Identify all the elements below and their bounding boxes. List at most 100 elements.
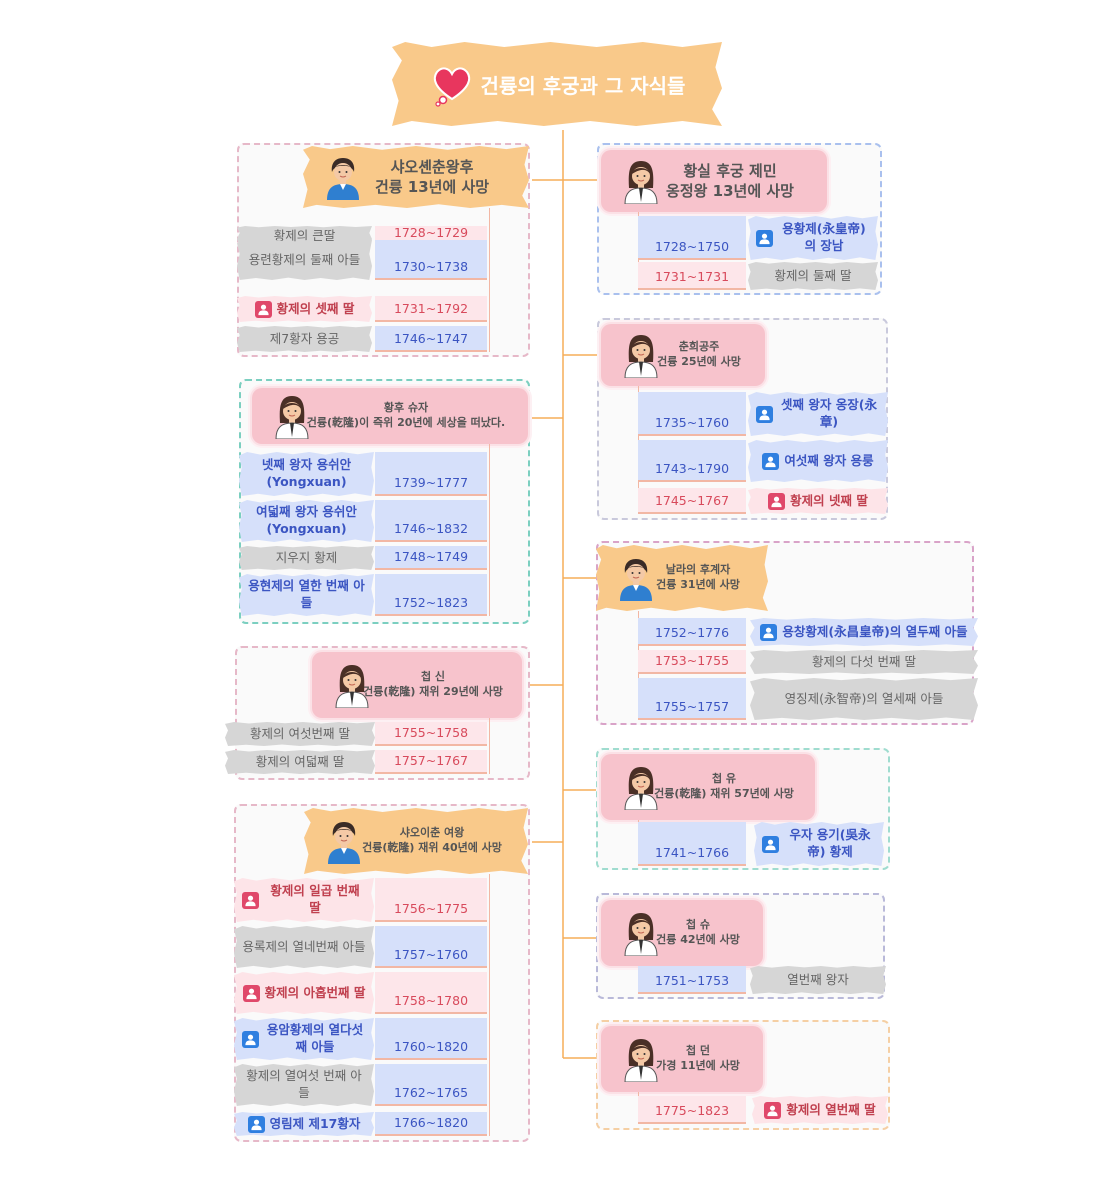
child-label[interactable]: 영징제(永智帝)의 열세째 아들 [750,678,978,720]
female-person-icon [768,492,786,510]
female-person-icon [242,891,259,909]
title-box: 건륭의 후궁과 그 자식들 [392,42,722,126]
child-label[interactable]: 황제의 아홉번째 딸 [234,972,374,1014]
child-connector [489,874,490,1136]
consort-note: 건륭(乾隆) 재위 40년에 사망 [362,841,502,854]
child-label[interactable]: 여섯째 왕자 용룽 [748,440,888,482]
female-avatar-icon [621,910,661,957]
child-label[interactable]: 셋째 왕자 옹장(永章) [748,392,888,436]
heart-icon [429,61,475,107]
female-avatar-icon [272,393,312,440]
child-label[interactable]: 황제의 다섯 번째 딸 [750,650,978,674]
child-label[interactable]: 용현제의 열한 번째 아들 [239,574,374,616]
male-avatar-icon [616,555,656,601]
child-years: 1752~1776 [638,618,746,646]
child-years: 1757~1760 [375,926,487,968]
child-label[interactable]: 황제의 여섯번째 딸 [225,722,375,746]
child-name: 제7황자 용공 [269,330,340,346]
child-name: 셋째 왕자 옹장(永章) [781,397,877,429]
female-avatar-icon [621,764,661,811]
child-label[interactable]: 용련황제의 둘째 아들 [237,240,372,280]
child-label[interactable]: 넷째 왕자 용쉬안(Yongxuan) [239,452,374,496]
male-person-icon [756,405,773,423]
child-name: 용록제의 열네번째 아들 [242,938,366,954]
male-avatar-icon [324,818,364,864]
child-name: 황제의 여덟째 딸 [255,753,345,769]
child-label[interactable]: 용록제의 열네번째 아들 [234,926,374,968]
child-label[interactable]: 제7황자 용공 [237,326,372,352]
child-label[interactable]: 황제의 셋째 딸 [237,296,372,322]
child-name: 용창황제(永昌皇帝)의 열두째 아들 [782,623,968,639]
child-name: 지우지 황제 [275,549,338,565]
child-label[interactable]: 지우지 황제 [239,546,374,570]
child-label[interactable]: 용황제(永皇帝)의 장남 [748,216,878,260]
child-years: 1730~1738 [375,240,487,280]
child-label[interactable]: 황제의 넷째 딸 [748,488,888,514]
child-years: 1741~1766 [638,822,746,866]
female-person-icon [254,300,272,318]
page-title: 건륭의 후궁과 그 자식들 [480,73,686,98]
child-years: 1760~1820 [375,1018,487,1060]
consort-name: 춘희공주 [678,340,720,354]
consort-name: 샤오셴춘왕후 [390,157,474,176]
male-person-icon [756,229,773,247]
consort-note: 건륭(乾隆) 재위 57년에 사망 [654,787,794,800]
consort-name: 첩 던 [685,1044,711,1058]
female-avatar-icon [332,662,372,709]
consort-note: 건륭 13년에 사망 [374,178,490,196]
consort-note: 건륭(乾隆) 재위 29년에 사망 [363,685,503,698]
child-label[interactable]: 여덟째 왕자 용쉬안(Yongxuan) [239,500,374,542]
child-label[interactable]: 황제의 열여섯 번째 아들 [234,1064,374,1106]
consort-note: 건륭 31년에 사망 [656,578,740,591]
child-label[interactable]: 영림제 제17황자 [234,1112,374,1136]
child-years: 1746~1832 [375,500,487,542]
child-name: 황제의 여섯번째 딸 [250,725,350,741]
child-label[interactable]: 용암황제의 열다섯째 아들 [234,1018,374,1060]
child-label[interactable]: 황제의 여덟째 딸 [225,750,375,774]
female-person-icon [764,1101,782,1119]
child-name: 황제의 열여섯 번째 아들 [246,1068,362,1100]
child-label[interactable]: 황제의 일곱 번째 딸 [234,878,374,922]
female-avatar-icon [621,1036,661,1083]
male-avatar-icon [323,154,363,200]
consort-note: 가경 11년에 사망 [656,1059,740,1072]
child-name: 황제의 넷째 딸 [790,492,868,508]
child-label[interactable]: 우자 용기(吳永帝) 황제 [754,822,884,866]
child-name: 황제의 큰딸 [273,227,336,243]
consort-name: 첩 유 [711,772,737,786]
child-years: 1731~1731 [638,262,746,290]
child-name: 여섯째 왕자 용룽 [784,452,874,468]
child-years: 1746~1747 [375,326,487,352]
male-person-icon [242,1030,259,1048]
child-name: 넷째 왕자 용쉬안(Yongxuan) [261,457,352,489]
child-years: 1753~1755 [638,650,746,674]
male-person-icon [762,452,780,470]
child-name: 황제의 다섯 번째 딸 [812,653,916,669]
child-years: 1756~1775 [375,878,487,922]
consort-note: 건륭 25년에 사망 [657,355,741,368]
child-label[interactable]: 용창황제(永昌皇帝)의 열두째 아들 [750,618,978,646]
child-label[interactable]: 열번째 왕자 [750,966,886,994]
female-person-icon [242,984,260,1002]
child-label[interactable]: 황제의 둘째 딸 [748,262,878,290]
child-label[interactable]: 황제의 열번째 딸 [752,1096,888,1124]
consort-name: 날라의 후계자 [665,563,731,577]
child-name: 용황제(永皇帝)의 장남 [782,221,866,253]
child-years: 1731~1792 [375,296,487,322]
child-years: 1762~1765 [375,1064,487,1106]
child-years: 1745~1767 [638,488,746,514]
child-name: 열번째 왕자 [787,971,849,987]
consort-name: 첩 신 [420,670,446,684]
child-connector [489,718,490,774]
